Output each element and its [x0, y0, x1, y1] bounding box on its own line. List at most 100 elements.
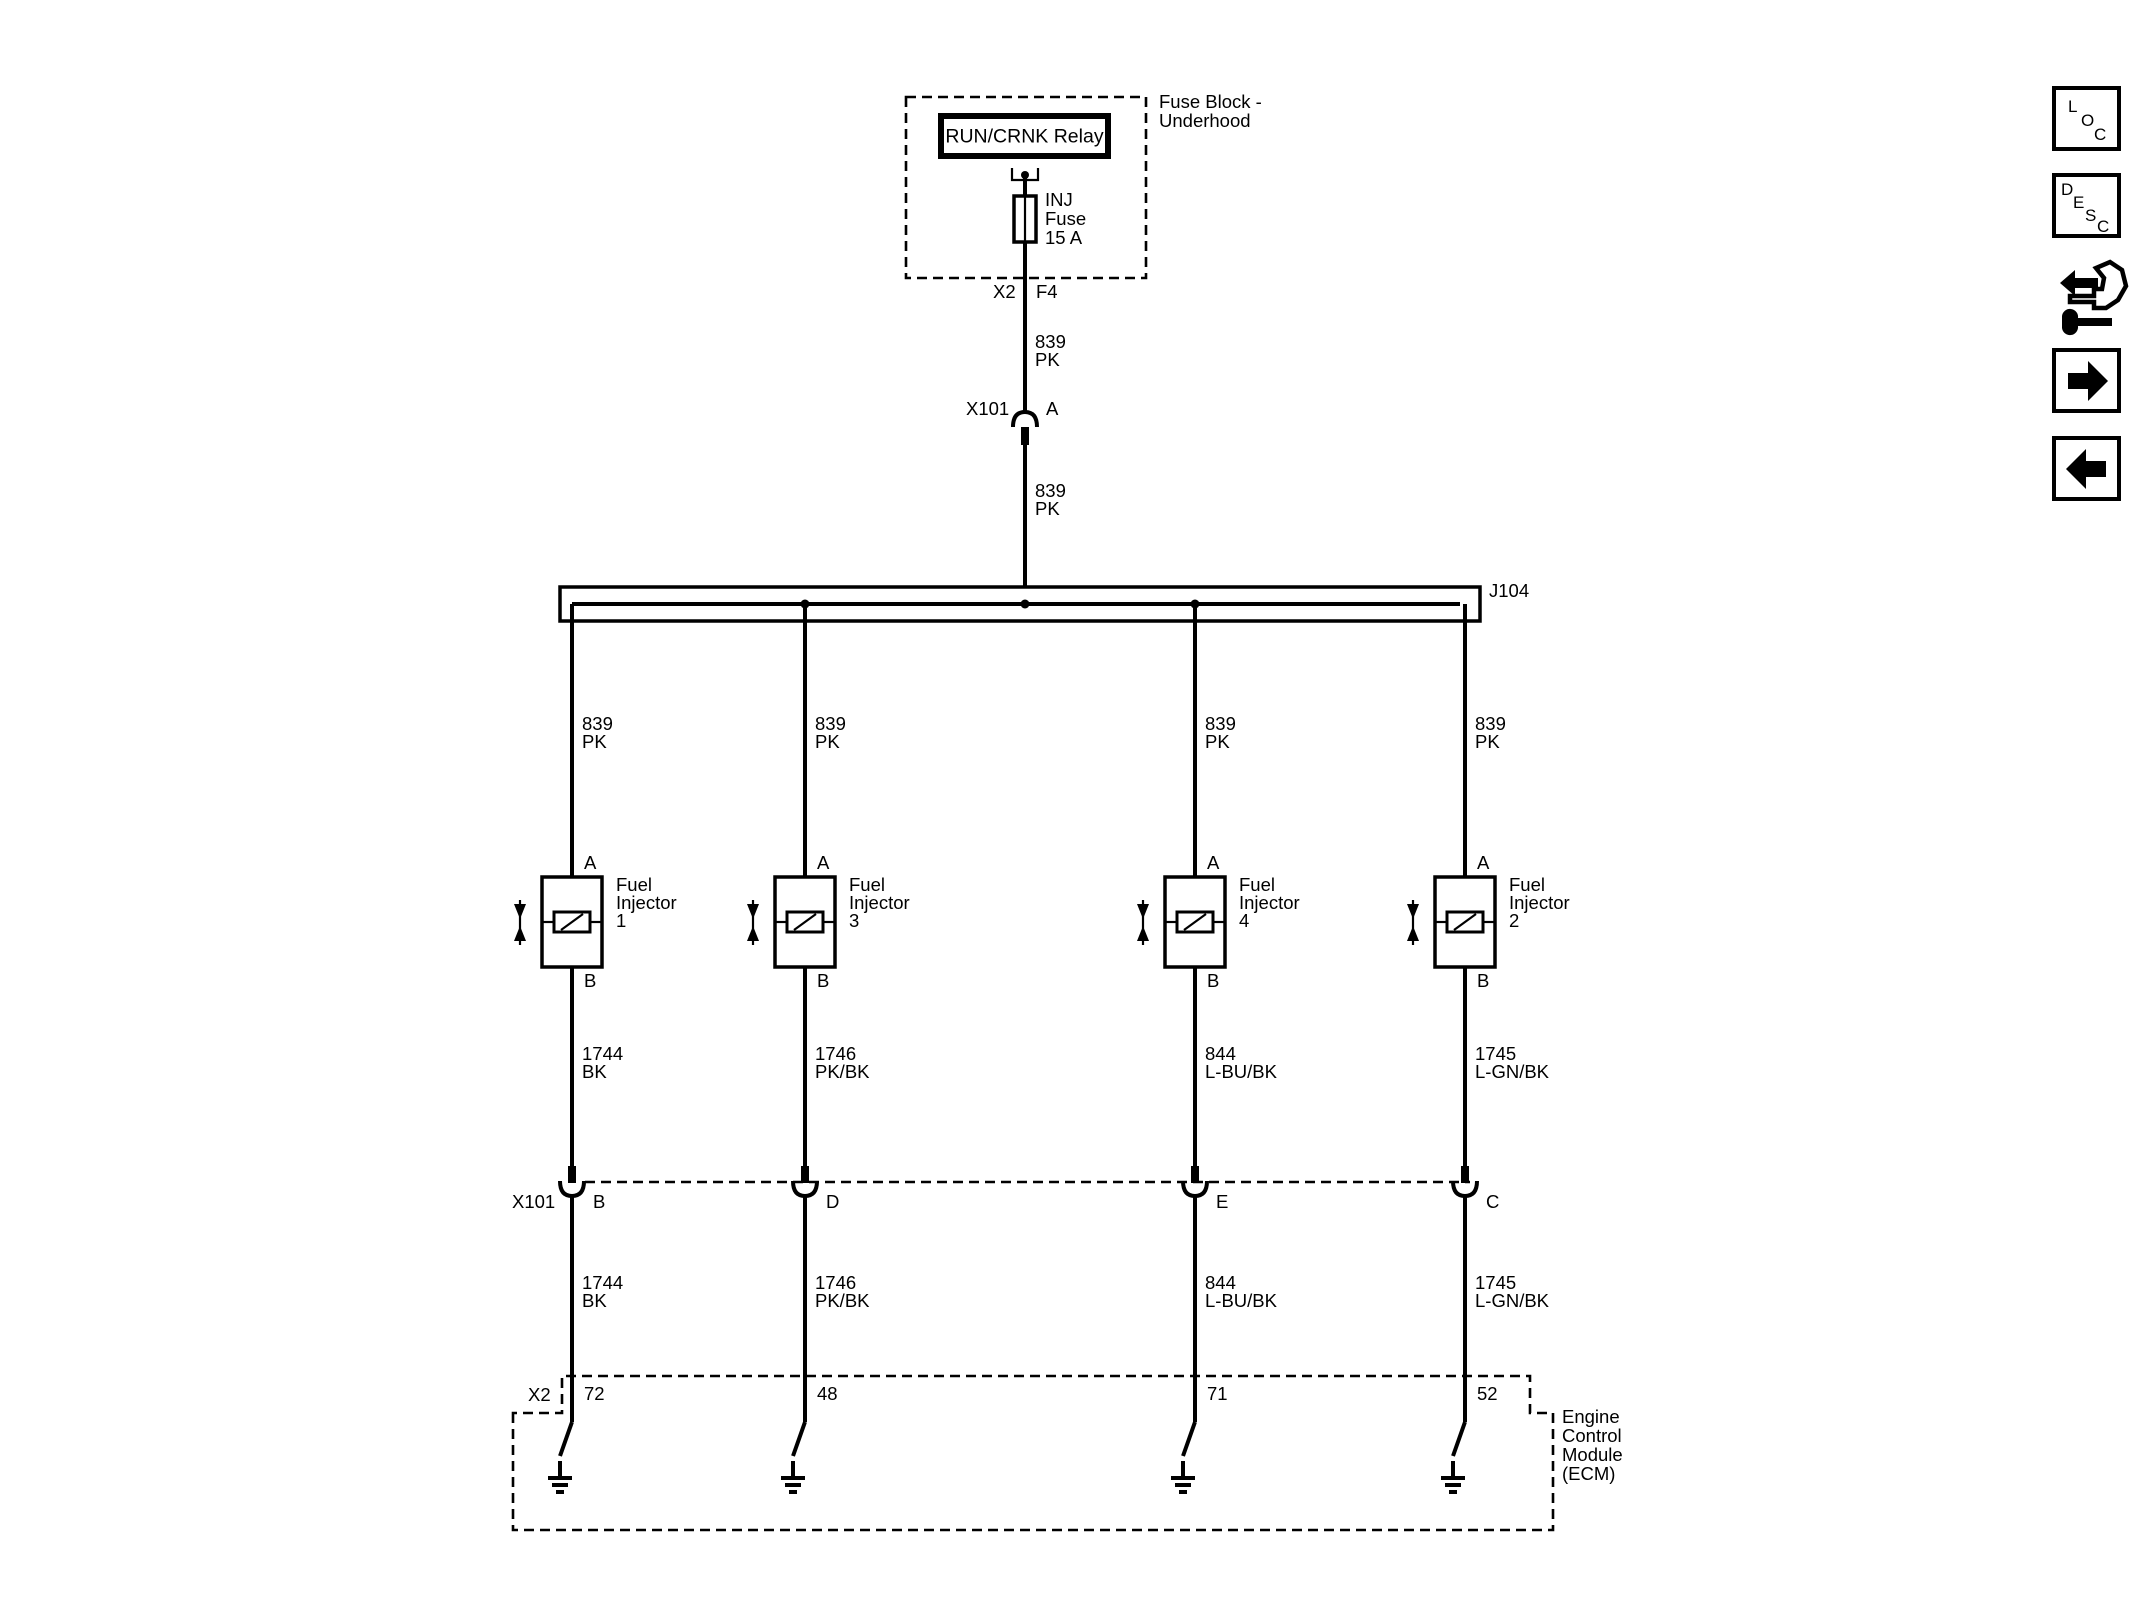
- svg-text:C: C: [2094, 125, 2106, 144]
- fuse-block-label-2: Underhood: [1159, 110, 1251, 131]
- low-side-driver: [1181, 1421, 1197, 1478]
- injector-name-2: Injector: [1239, 892, 1300, 913]
- x101-connector-pin: [558, 1166, 586, 1199]
- relay-label: RUN/CRNK Relay: [945, 126, 1103, 148]
- injector-pin-b: B: [584, 970, 596, 991]
- splice-j104: J104: [558, 580, 1529, 623]
- supply-wire-color: PK: [582, 731, 607, 752]
- injector-branches: 839PKABFuelInjector11744BKB1744BK72839PK…: [514, 604, 1570, 1494]
- fuse-block-label: Fuse Block -: [1159, 91, 1262, 112]
- supply-wire-circuit: 839: [1205, 713, 1236, 734]
- control-wire-color: PK/BK: [815, 1061, 870, 1082]
- control-wire-color: BK: [582, 1061, 607, 1082]
- injector-name-2: Injector: [1509, 892, 1570, 913]
- feed-wire-color-lower: PK: [1035, 498, 1060, 519]
- low-side-driver: [1451, 1421, 1467, 1478]
- ecm-wire-color: L-GN/BK: [1475, 1290, 1550, 1311]
- fuel-injector: [514, 875, 604, 969]
- injector-number: 4: [1239, 910, 1249, 931]
- ecm-pin: 52: [1477, 1383, 1498, 1404]
- control-wire-color: L-BU/BK: [1205, 1061, 1278, 1082]
- svg-text:O: O: [2081, 111, 2094, 130]
- injector-branch-3: 839PKABFuelInjector31746PK/BKD1746PK/BK4…: [747, 604, 910, 1494]
- previous-button[interactable]: [2052, 436, 2121, 501]
- svg-text:C: C: [2097, 217, 2109, 236]
- ecm-wire-circuit: 1745: [1475, 1272, 1516, 1293]
- fuse-block-underhood: Fuse Block - Underhood RUN/CRNK Relay IN…: [904, 91, 1262, 302]
- ecm-pin: 72: [584, 1383, 605, 1404]
- supply-wire-circuit: 839: [815, 713, 846, 734]
- ecm-label-4: (ECM): [1562, 1463, 1615, 1484]
- svg-text:E: E: [2073, 193, 2084, 212]
- svg-text:D: D: [2061, 180, 2073, 199]
- location-button[interactable]: L O C: [2052, 86, 2121, 151]
- injector-number: 2: [1509, 910, 1519, 931]
- injector-pin-a: A: [1207, 852, 1220, 873]
- location-icon: L O C: [2068, 97, 2106, 144]
- svg-text:L: L: [2068, 97, 2077, 116]
- supply-wire-circuit: 839: [582, 713, 613, 734]
- control-wire-circuit: 1744: [582, 1043, 623, 1064]
- fuel-injector: [747, 875, 837, 969]
- next-button[interactable]: [2052, 348, 2121, 413]
- feed-wire-circuit-lower: 839: [1035, 480, 1066, 501]
- ecm-pin: 71: [1207, 1383, 1228, 1404]
- fuse-block-outline: [904, 95, 1148, 280]
- x101-pin: B: [593, 1191, 605, 1212]
- ground-icon: [1441, 1476, 1465, 1494]
- ecm-label-2: Control: [1562, 1425, 1622, 1446]
- ground-icon: [781, 1476, 805, 1494]
- ecm-pin: 48: [817, 1383, 838, 1404]
- engine-control-module: X2 Engine Control Module (ECM): [511, 1374, 1623, 1532]
- diagnostic-tools-button[interactable]: [2060, 259, 2129, 336]
- injector-name: Fuel: [1509, 874, 1545, 895]
- fuse-label: Fuse: [1045, 208, 1086, 229]
- supply-wire-color: PK: [1205, 731, 1230, 752]
- ecm-wire-color: PK/BK: [815, 1290, 870, 1311]
- ecm-wire-color: BK: [582, 1290, 607, 1311]
- description-icon: D E S C: [2061, 180, 2109, 236]
- control-wire-circuit: 844: [1205, 1043, 1236, 1064]
- injector-pin-b: B: [817, 970, 829, 991]
- ecm-wire-circuit: 844: [1205, 1272, 1236, 1293]
- diagnostic-tools-icon: [2060, 259, 2129, 336]
- injector-branch-4: 839PKABFuelInjector4844L-BU/BKE844L-BU/B…: [1137, 604, 1300, 1494]
- x101-pin: D: [826, 1191, 839, 1212]
- x101-pin-a: A: [1046, 398, 1059, 419]
- injector-pin-b: B: [1477, 970, 1489, 991]
- injector-pin-a: A: [1477, 852, 1490, 873]
- fuel-injector: [1407, 875, 1497, 969]
- relay-contact-node: [1021, 171, 1029, 179]
- inj-fuse: INJ Fuse 15 A: [1012, 189, 1086, 248]
- control-wire-circuit: 1746: [815, 1043, 856, 1064]
- low-side-driver: [791, 1421, 807, 1478]
- injector-pin-a: A: [584, 852, 597, 873]
- injector-pin-b: B: [1207, 970, 1219, 991]
- fuse-block-connector: X2: [993, 281, 1016, 302]
- supply-wire-circuit: 839: [1475, 713, 1506, 734]
- ecm-label-3: Module: [1562, 1444, 1623, 1465]
- description-button[interactable]: D E S C: [2052, 173, 2121, 238]
- ecm-wire-circuit: 1746: [815, 1272, 856, 1293]
- ecm-wire-circuit: 1744: [582, 1272, 623, 1293]
- injector-name: Fuel: [1239, 874, 1275, 895]
- injector-number: 1: [616, 910, 626, 931]
- x101-connector-a: X101 A: [966, 398, 1059, 445]
- splice-label: J104: [1489, 580, 1529, 601]
- injector-branch-2: 839PKABFuelInjector21745L-GN/BKC1745L-GN…: [1407, 604, 1570, 1494]
- ecm-outline: [511, 1374, 1555, 1532]
- ecm-connector: X2: [528, 1384, 551, 1405]
- svg-text:S: S: [2085, 206, 2096, 225]
- injector-pin-a: A: [817, 852, 830, 873]
- injector-name-2: Injector: [849, 892, 910, 913]
- feed-circuit: 839 PK X101 A 839 PK: [966, 242, 1066, 604]
- fuse-name: INJ: [1045, 189, 1073, 210]
- supply-wire-color: PK: [815, 731, 840, 752]
- arrow-left-icon: [2066, 449, 2106, 489]
- arrow-right-icon: [2068, 361, 2108, 401]
- control-wire-circuit: 1745: [1475, 1043, 1516, 1064]
- injector-name: Fuel: [616, 874, 652, 895]
- injector-name: Fuel: [849, 874, 885, 895]
